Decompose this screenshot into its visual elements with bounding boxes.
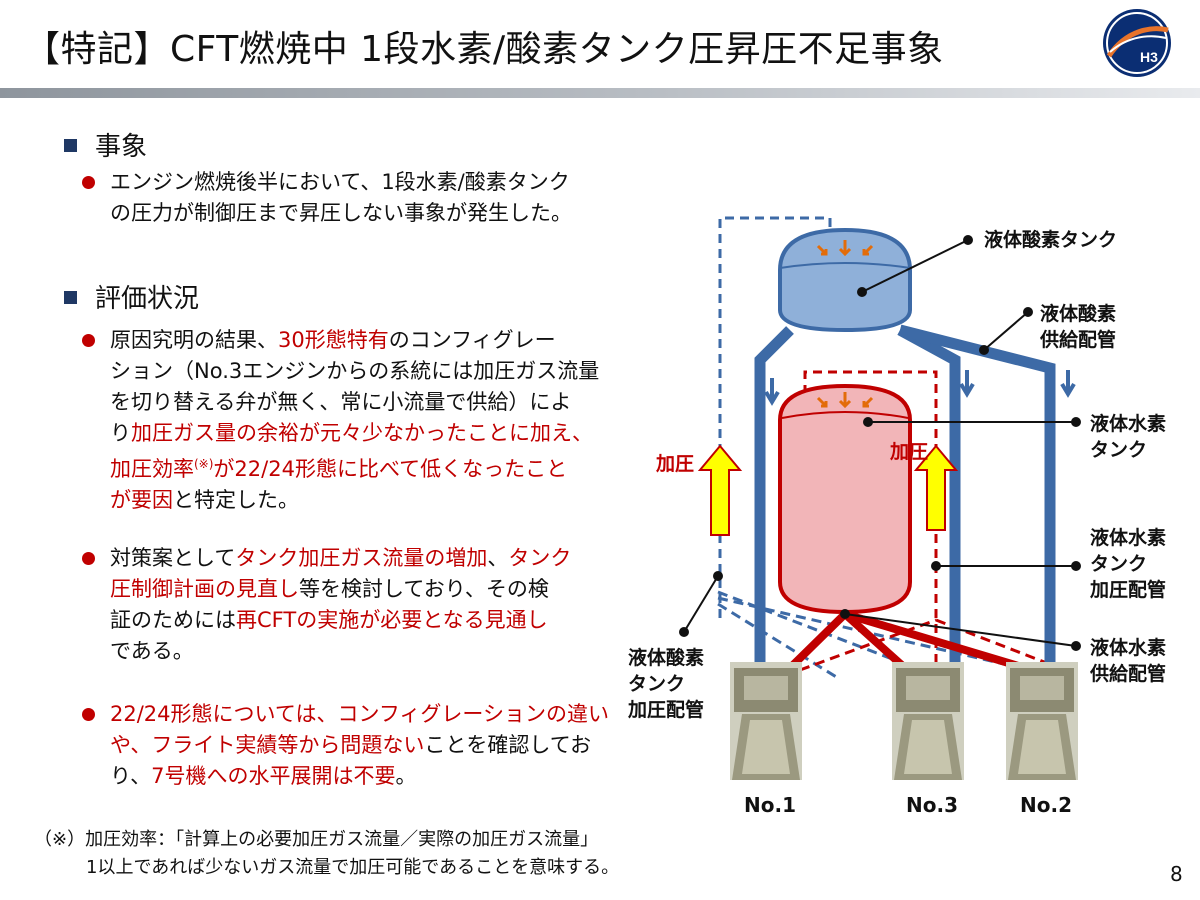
- eval-bullet-1: 原因究明の結果、30形態特有のコンフィグレー ション（No.3エンジンからの系統…: [82, 325, 630, 516]
- lox-press-branch-3: [717, 596, 1031, 672]
- section-event-heading: 事象: [64, 126, 147, 163]
- lox-press-line: [718, 216, 832, 618]
- leader-lines: [679, 235, 1081, 651]
- square-bullet-icon: [64, 291, 77, 304]
- title-divider: [0, 88, 1200, 98]
- h3-logo-icon: H3: [1103, 9, 1171, 77]
- lh2-feed-pipe-1: [787, 611, 848, 671]
- label-engine-no1: No.1: [744, 793, 796, 817]
- engine-no2: [1006, 662, 1078, 780]
- lox-press-branch-2: [717, 602, 839, 680]
- label-lh2-tank-2: タンク: [1090, 439, 1147, 461]
- page-title: 【特記】CFT燃焼中 1段水素/酸素タンク圧昇圧不足事象: [24, 29, 944, 70]
- label-press-left: 加圧: [655, 453, 694, 475]
- lox-feed-pipe-left: [754, 326, 794, 670]
- propellant-system-diagram: 液体酸素タンク 液体酸素 供給配管 液体水素 タンク 液体水素 タンク 加圧配管…: [627, 216, 1166, 817]
- lh2-press-branch-1: [799, 618, 937, 672]
- label-lh2-press-2: タンク: [1090, 553, 1147, 575]
- label-lox-feed-1: 液体酸素: [1040, 302, 1116, 325]
- bullet-dot-icon: [82, 708, 95, 721]
- label-lh2-tank-1: 液体水素: [1090, 412, 1166, 435]
- event-bullet: エンジン燃焼後半において、1段水素/酸素タンク の圧力が制御圧まで昇圧しない事象…: [82, 167, 630, 229]
- bullet-dot-icon: [82, 176, 95, 189]
- arrow-down-icon: [764, 378, 780, 406]
- label-lox-feed-2: 供給配管: [1039, 328, 1116, 351]
- label-press-mid: 加圧: [889, 441, 928, 463]
- label-lox-press-1: 液体酸素: [628, 646, 704, 669]
- event-line-2: の圧力が制御圧まで昇圧しない事象が発生した。: [110, 201, 572, 225]
- section-eval-heading: 評価状況: [64, 278, 199, 315]
- lox-feed-pipe-right: [898, 324, 1056, 670]
- lh2-tank: [778, 383, 912, 615]
- lox-press-branch-1: [717, 590, 901, 664]
- engine-no1: [730, 662, 802, 780]
- lox-tank: [778, 227, 912, 333]
- press-arrow-mid-icon: [913, 444, 959, 531]
- press-arrow-left-icon: [697, 444, 743, 536]
- label-lh2-press-3: 加圧配管: [1089, 578, 1166, 601]
- label-lox-press-2: タンク: [628, 673, 685, 695]
- footnote: （※）加圧効率：「計算上の必要加圧ガス流量／実際の加圧ガス流量」 1以上であれば…: [34, 826, 619, 882]
- footnote-line-1: （※）加圧効率：「計算上の必要加圧ガス流量／実際の加圧ガス流量」: [34, 829, 599, 850]
- bullet-dot-icon: [82, 334, 95, 347]
- engine-no3: [892, 662, 964, 780]
- square-bullet-icon: [64, 139, 77, 152]
- label-lh2-feed-1: 液体水素: [1090, 636, 1166, 659]
- lh2-inflow-arrows-icon: [816, 392, 874, 409]
- label-lox-tank: 液体酸素タンク: [984, 228, 1117, 251]
- lox-inflow-arrows-icon: [816, 240, 874, 257]
- eval-bullet-3: 22/24形態については、コンフィグレーションの違い や、フライト実績等から問題…: [82, 699, 630, 792]
- logo-text: H3: [1140, 49, 1158, 65]
- label-lox-press-3: 加圧配管: [627, 698, 704, 721]
- event-line-1: エンジン燃焼後半において、1段水素/酸素タンク: [110, 170, 570, 194]
- arrow-down-icon: [959, 370, 975, 398]
- label-lh2-press-1: 液体水素: [1090, 526, 1166, 549]
- eval-bullet-2: 対策案としてタンク加圧ガス流量の増加、タンク 圧制御計画の見直し等を検討しており…: [82, 543, 630, 667]
- arrow-down-icon: [1060, 370, 1076, 398]
- lh2-feed-pipe-3: [842, 611, 908, 671]
- label-engine-no3: No.3: [906, 793, 958, 817]
- page-number: 8: [1170, 862, 1183, 886]
- footnote-line-2: 1以上であれば少ないガス流量で加圧可能であることを意味する。: [86, 857, 620, 878]
- label-lh2-feed-2: 供給配管: [1089, 662, 1166, 685]
- label-engine-no2: No.2: [1020, 793, 1072, 817]
- bullet-dot-icon: [82, 552, 95, 565]
